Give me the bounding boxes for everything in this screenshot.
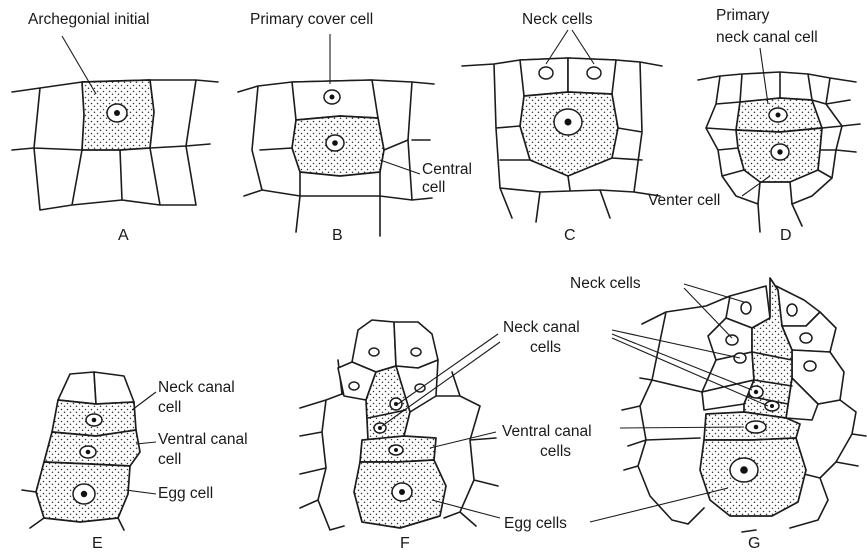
panel-g bbox=[590, 278, 866, 532]
panel-letter-b: B bbox=[332, 227, 343, 244]
nucleolus bbox=[394, 402, 398, 406]
label-neck-canal-fg-line1: Neck canal bbox=[503, 319, 580, 336]
label-egg-cell: Egg cell bbox=[158, 485, 213, 502]
nucleolus bbox=[754, 390, 758, 394]
label-ventral-canal-fg-line1: Ventral canal bbox=[502, 423, 592, 440]
label-ventral-canal-e-line2: cell bbox=[158, 451, 181, 468]
panel-letter-f: F bbox=[400, 535, 410, 552]
panel-b bbox=[238, 34, 434, 236]
label-primary-neck-canal-line1: Primary bbox=[716, 7, 770, 24]
nucleolus bbox=[740, 466, 748, 474]
panel-d bbox=[698, 48, 860, 232]
nucleolus bbox=[565, 119, 572, 126]
panel-letter-a: A bbox=[118, 227, 129, 244]
panel-a bbox=[12, 36, 218, 210]
nucleolus bbox=[81, 491, 87, 497]
label-egg-cells: Egg cells bbox=[504, 515, 567, 532]
nucleolus bbox=[399, 489, 405, 495]
label-ventral-canal-e-line1: Ventral canal bbox=[158, 431, 248, 448]
neck-cell bbox=[394, 322, 438, 368]
panel-f bbox=[300, 320, 500, 530]
neck-cell-nucleus bbox=[800, 333, 812, 343]
label-neck-cells-g: Neck cells bbox=[570, 275, 641, 292]
label-archegonial-initial: Archegonial initial bbox=[28, 11, 150, 28]
nucleolus bbox=[777, 149, 782, 154]
cover-cell-right bbox=[94, 372, 134, 404]
leader-line bbox=[132, 392, 156, 410]
label-central-cell-line1: Central bbox=[422, 161, 472, 178]
nucleolus bbox=[114, 110, 120, 116]
leader-line bbox=[126, 490, 156, 494]
leader-line bbox=[380, 160, 420, 174]
label-central-cell-line2: cell bbox=[422, 179, 445, 196]
leader-line bbox=[684, 288, 732, 338]
label-neck-canal-e-line1: Neck canal bbox=[158, 379, 235, 396]
neck-cell-nucleus bbox=[539, 67, 553, 79]
panel-d-inner-walls bbox=[758, 182, 792, 204]
panel-letter-e: E bbox=[92, 535, 103, 552]
neck-cell-nucleus bbox=[726, 335, 738, 345]
neck-cell-nucleus bbox=[349, 382, 359, 390]
panel-e bbox=[22, 372, 156, 530]
label-ventral-canal-fg-line2: cells bbox=[540, 443, 571, 460]
nucleolus bbox=[754, 425, 759, 430]
label-neck-canal-fg-line2: cells bbox=[530, 339, 561, 356]
nucleolus bbox=[92, 418, 97, 423]
panel-letter-d: D bbox=[780, 227, 792, 244]
nucleolus bbox=[332, 140, 338, 146]
nucleolus bbox=[394, 448, 398, 452]
leader-line bbox=[430, 432, 496, 448]
label-primary-cover-cell: Primary cover cell bbox=[250, 11, 373, 28]
neck-cell-nucleus bbox=[369, 348, 379, 356]
leader-line bbox=[62, 36, 96, 94]
leader-line bbox=[590, 488, 728, 522]
nucleolus bbox=[86, 450, 91, 455]
cover-cell-left bbox=[58, 372, 96, 404]
nucleolus bbox=[776, 113, 781, 118]
label-neck-cells-c: Neck cells bbox=[522, 11, 593, 28]
label-primary-neck-canal-line2: neck canal cell bbox=[716, 29, 818, 46]
neck-cell-nucleus bbox=[804, 361, 816, 371]
nucleolus bbox=[330, 95, 335, 100]
label-venter-cell: Venter cell bbox=[648, 192, 720, 209]
label-neck-canal-e-line2: cell bbox=[158, 399, 181, 416]
neck-cell-nucleus bbox=[587, 67, 601, 79]
panel-letter-g: G bbox=[748, 535, 760, 552]
neck-cell-nucleus bbox=[787, 304, 797, 316]
leader-line bbox=[760, 48, 768, 104]
nucleolus bbox=[378, 426, 382, 430]
nucleolus bbox=[770, 404, 774, 408]
neck-cell-nucleus bbox=[741, 302, 751, 314]
neck-cell-nucleus bbox=[411, 348, 421, 356]
panel-letter-c: C bbox=[564, 227, 576, 244]
panel-c bbox=[462, 30, 662, 222]
leader-line bbox=[684, 284, 744, 302]
